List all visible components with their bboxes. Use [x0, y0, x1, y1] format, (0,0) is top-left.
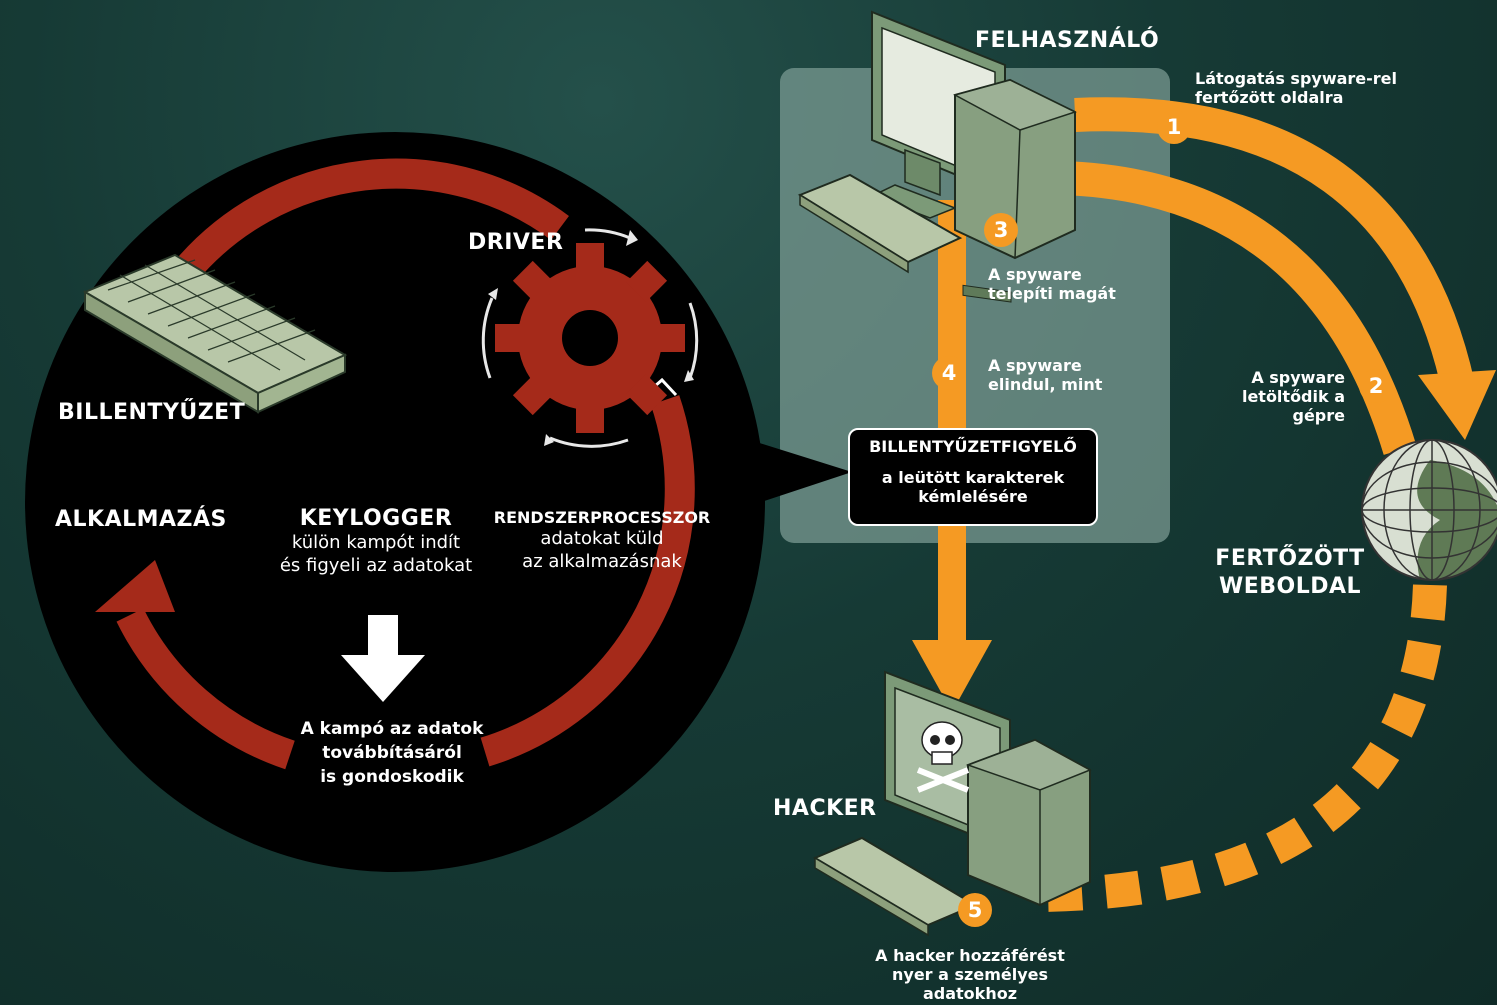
label-keylogger: KEYLOGGER: [299, 506, 453, 531]
monitor-desc-2: kémlelésére: [918, 487, 1028, 506]
kampo-block: A kampó az adatok továbbításáról is gond…: [292, 717, 492, 789]
step-badge-1: 1: [1157, 110, 1191, 144]
step-badge-5: 5: [958, 893, 992, 927]
step-4-line-1: A spyware: [988, 356, 1082, 375]
monitor-box: [848, 428, 1098, 526]
red-cycle-arrows: [95, 158, 695, 770]
label-weboldal: WEBOLDAL: [1218, 574, 1362, 599]
label-alkalmazas: ALKALMAZÁS: [55, 507, 227, 532]
step-5-line-1: A hacker hozzáférést: [875, 946, 1065, 965]
driver-gear-icon: [481, 228, 699, 448]
step-1-line-2: fertőzött oldalra: [1195, 88, 1344, 107]
step-5-text: A hacker hozzáférést nyer a személyes ad…: [855, 946, 1085, 1003]
step-5-line-3: adatokhoz: [922, 984, 1018, 1003]
globe-icon: [1361, 439, 1497, 581]
step-badge-3: 3: [984, 213, 1018, 247]
kampo-line-1: A kampó az adatok: [300, 719, 484, 739]
keylogger-desc-2: és figyeli az adatokat: [279, 555, 473, 576]
rendszer-desc-1: adatokat küld: [540, 528, 664, 549]
speech-pointer: [750, 440, 852, 505]
kampo-line-3: is gondoskodik: [320, 767, 464, 787]
step-4-text: A spyware elindul, mint: [988, 356, 1102, 394]
step-2-line-3: gépre: [1292, 406, 1346, 425]
step-1-text: Látogatás spyware-rel fertőzött oldalra: [1195, 69, 1397, 107]
label-driver: DRIVER: [468, 230, 564, 255]
monitor-desc-1: a leütött karakterek: [881, 468, 1065, 487]
down-arrow-icon: [341, 615, 425, 702]
label-billentyuzet: BILLENTYŰZET: [58, 400, 246, 425]
keylogger-block: KEYLOGGER külön kampót indít és figyeli …: [270, 506, 482, 577]
step-3-line-2: telepíti magát: [988, 284, 1116, 303]
rendszer-desc-2: az alkalmazásnak: [522, 551, 682, 572]
step-1-line-1: Látogatás spyware-rel: [1195, 69, 1398, 88]
step-2-line-2: letöltődik a: [1241, 387, 1345, 406]
step-badge-4: 4: [932, 356, 966, 390]
step-2-line-1: A spyware: [1251, 368, 1345, 387]
step-4-line-2: elindul, mint: [988, 375, 1103, 394]
rendszer-block: RENDSZERPROCESSZOR adatokat küld az alka…: [488, 508, 716, 573]
step-badge-2: 2: [1359, 369, 1393, 403]
user-computer-icon: [797, 10, 1077, 303]
label-fertozott: FERTŐZÖTT: [1215, 546, 1365, 571]
monitor-text: BILLENTYŰZETFIGYELŐ a leütött karakterek…: [848, 436, 1098, 506]
fertozott-block: FERTŐZÖTT WEBOLDAL: [1195, 545, 1385, 601]
keyboard-icon: [82, 253, 348, 414]
label-hacker: HACKER: [773, 796, 877, 821]
step-5-line-2: nyer a személyes: [892, 965, 1048, 984]
kampo-line-2: továbbításáról: [322, 743, 462, 763]
skull-icon: [916, 721, 970, 793]
step-3-text: A spyware telepíti magát: [988, 265, 1116, 303]
label-felhasznalo: FELHASZNÁLÓ: [975, 28, 1160, 53]
label-rendszerprocesszor: RENDSZERPROCESSZOR: [493, 508, 711, 527]
step-2-text: A spyware letöltődik a gépre: [1195, 368, 1345, 425]
label-billentyuzetfigyelo: BILLENTYŰZETFIGYELŐ: [869, 437, 1077, 456]
step-3-line-1: A spyware: [988, 265, 1082, 284]
keylogger-desc-1: külön kampót indít: [291, 532, 461, 553]
